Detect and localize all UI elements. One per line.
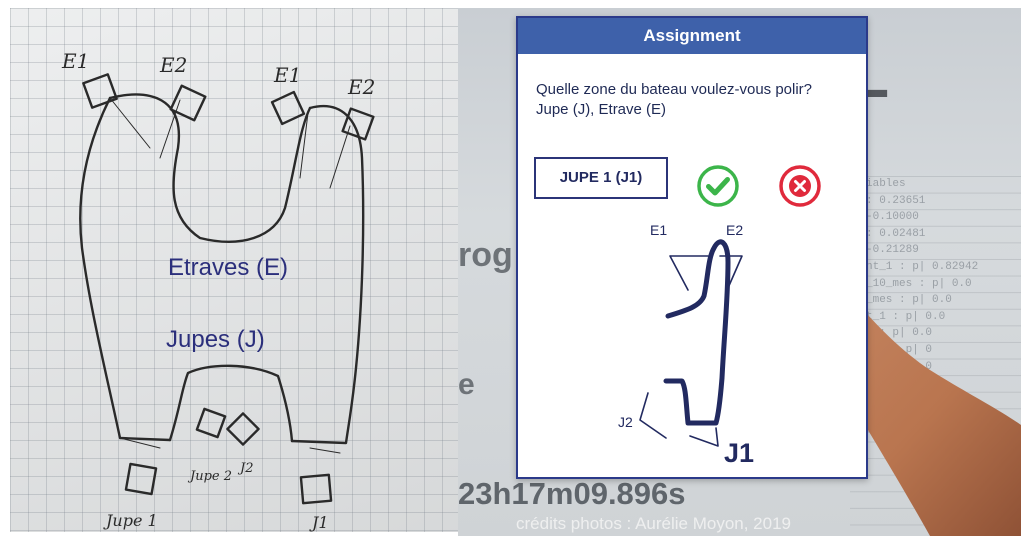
check-circle-icon xyxy=(696,164,740,208)
hw-e2-right: E2 xyxy=(347,75,375,99)
bg-program-fragment: rog xyxy=(458,236,513,275)
confirm-button[interactable] xyxy=(696,164,740,208)
etraves-label: Etraves (E) xyxy=(168,254,288,282)
hw-e1-right: E1 xyxy=(273,63,301,87)
bg-timer: 23h17m09.896s xyxy=(458,476,686,512)
diagram-label-j2: J2 xyxy=(618,414,633,430)
bg-text-fragment: e xyxy=(458,368,475,402)
dialog-question: Quelle zone du bateau voulez-vous polir?… xyxy=(536,80,836,120)
bg-variable-row: -0.10000 xyxy=(866,209,1021,226)
photo-credits: crédits photos : Aurélie Moyon, 2019 xyxy=(516,514,791,534)
cancel-button[interactable] xyxy=(778,164,822,208)
bg-variable-row: : 0.23651 xyxy=(866,193,1021,210)
hull-diagram xyxy=(608,218,788,458)
hw-mid-left: Jupe 2 xyxy=(187,469,232,484)
diagram-label-e2: E2 xyxy=(726,222,743,238)
jupes-label: Jupes (J) xyxy=(166,326,265,354)
assignment-dialog: Assignment Quelle zone du bateau voulez-… xyxy=(516,16,868,479)
bg-variable-row: : 0.02481 xyxy=(866,226,1021,243)
x-circle-icon xyxy=(778,164,822,208)
bg-variable-row: iables xyxy=(866,176,1021,193)
hw-e2-left: E2 xyxy=(159,53,187,77)
hw-bottom-right: J1 xyxy=(309,513,329,532)
hw-bottom-left: Jupe 1 xyxy=(103,511,158,530)
dialog-title: Assignment xyxy=(518,18,866,54)
hw-e1-left: E1 xyxy=(61,49,89,73)
answer-field[interactable]: JUPE 1 (J1) xyxy=(534,157,668,199)
hw-mid-right: J2 xyxy=(237,461,253,476)
diagram-label-j1: J1 xyxy=(724,438,754,469)
sketch-photo: E1 E2 E1 E2 Jupe 2 J2 Jupe 1 J1 Etraves … xyxy=(10,8,458,532)
diagram-label-e1: E1 xyxy=(650,222,667,238)
